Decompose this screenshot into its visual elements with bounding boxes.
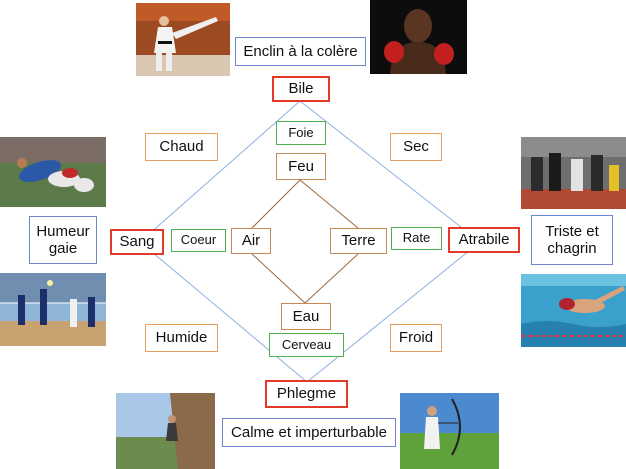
climber-photo <box>116 393 215 469</box>
element-feu: Feu <box>276 153 326 180</box>
line-feu-air <box>251 179 301 229</box>
humor-sang: Sang <box>110 229 164 255</box>
quality-sec: Sec <box>390 133 442 161</box>
element-terre: Terre <box>330 228 387 254</box>
boxer-photo <box>370 0 467 74</box>
line-terre-eau <box>304 253 359 304</box>
organ-foie: Foie <box>276 121 326 145</box>
element-air: Air <box>231 228 271 254</box>
humor-bile: Bile <box>272 76 330 102</box>
humor-phlegme: Phlegme <box>265 380 348 408</box>
temperament-atrabile: Triste et chagrin <box>531 215 613 265</box>
temperament-sang: Humeur gaie <box>29 216 97 264</box>
temperament-bile: Enclin à la colère <box>235 37 366 66</box>
organ-cerveau: Cerveau <box>269 333 344 357</box>
karate-photo <box>136 3 230 76</box>
archer-photo <box>400 393 499 469</box>
quality-chaud: Chaud <box>145 133 218 161</box>
element-eau: Eau <box>281 303 331 330</box>
quality-humide: Humide <box>145 324 218 352</box>
line-bile-sang <box>139 100 301 243</box>
runners-photo <box>521 137 626 209</box>
rugby-photo <box>0 137 106 207</box>
line-bile-atrabile <box>299 100 481 243</box>
humor-atrabile: Atrabile <box>448 227 520 253</box>
quality-froid: Froid <box>390 324 442 352</box>
line-air-eau <box>251 253 306 304</box>
organ-coeur: Coeur <box>171 229 226 252</box>
temperament-phlegme: Calme et imperturbable <box>222 418 396 447</box>
volleyball-photo <box>0 273 106 346</box>
line-feu-terre <box>299 179 359 229</box>
organ-rate: Rate <box>391 227 442 250</box>
swimmer-photo <box>521 274 626 347</box>
line-atrabile-phlegme <box>306 241 481 383</box>
line-sang-phlegme <box>139 241 308 383</box>
